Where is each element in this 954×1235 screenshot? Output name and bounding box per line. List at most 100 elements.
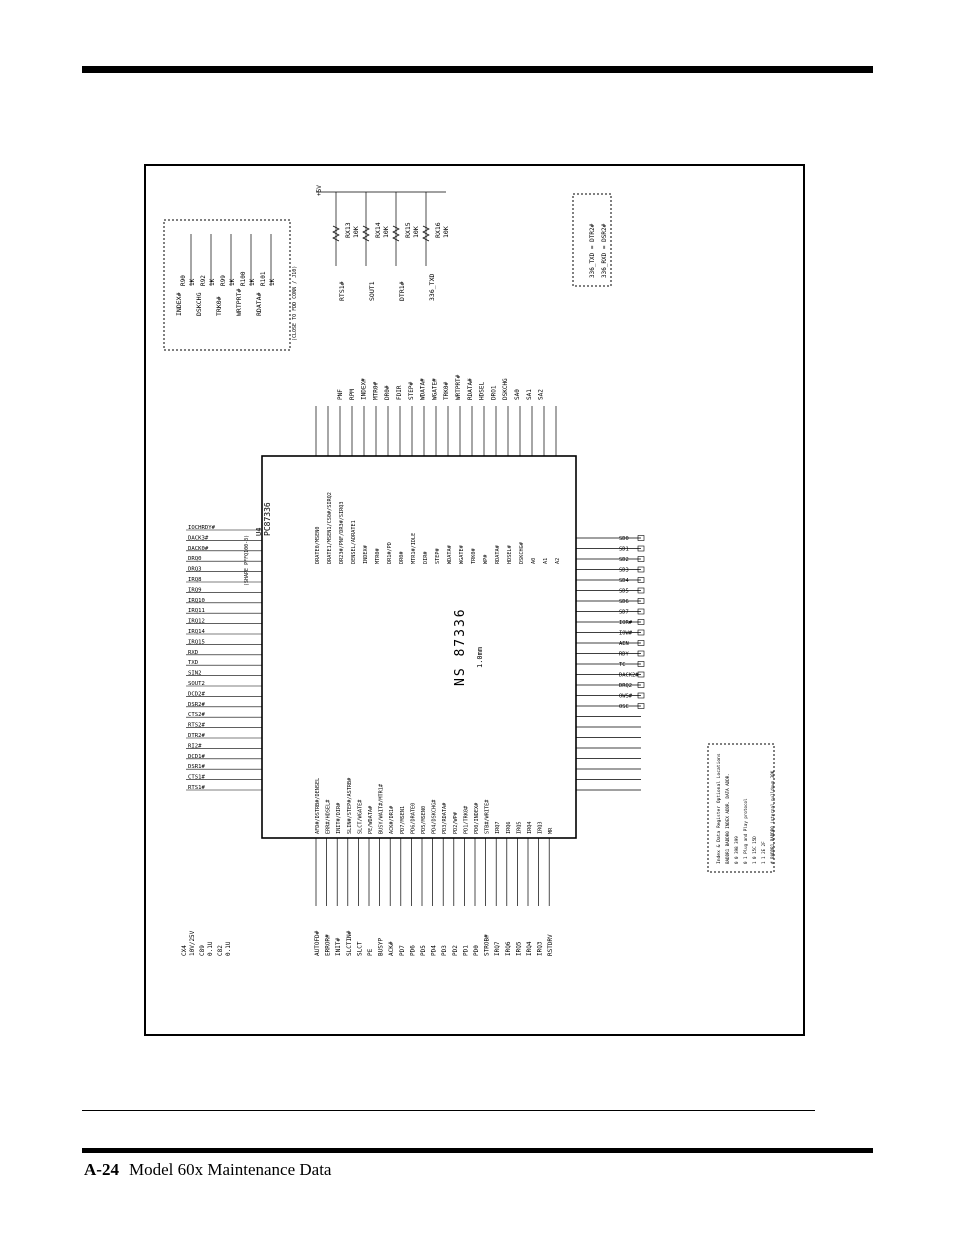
cap-c89-value: 0.1U: [207, 941, 214, 956]
left-net-label-12: RXD: [188, 650, 199, 656]
box-res-net-3-group: WRTPRT#: [235, 289, 243, 316]
connector-right-15: [637, 692, 645, 699]
pin-label-bottom-6-group: BUSY/WAIT#/MTR1#: [379, 783, 385, 834]
pin-label-top-13: TRK0#: [471, 548, 477, 564]
left-net-label-9: IRQ12: [188, 619, 205, 625]
box-res-net-1-group: DSKCHG: [195, 292, 203, 316]
left-net-label-25: RTS1#: [188, 785, 205, 791]
net-label-bottom-11-group: PD4: [431, 945, 438, 956]
top-res-net-3: 336_TXD: [428, 274, 436, 301]
pin-label-top-8: MTR1#/IDLE: [411, 533, 417, 564]
net-label-bottom-22-group: RSTDRV: [547, 934, 554, 956]
pin-label-top-20-group: A2: [555, 558, 561, 564]
box-res-ref-0: R90: [180, 275, 187, 286]
pin-label-bottom-11-group: PD4/DSKCHG#: [432, 799, 438, 834]
top-res-zigzag-0: [332, 225, 340, 242]
left-net-label-3: DRQ0: [188, 556, 201, 562]
pin-label-top-5: MTR0#: [375, 548, 381, 564]
top-res-ref-3-group: RX16: [434, 222, 442, 238]
register-row-2: 0 0 398 399: [734, 836, 739, 864]
pin-label-bottom-11: PD4/DSKCHG#: [432, 799, 438, 834]
pin-label-top-3-group: DENSEL/ADRATE1: [351, 520, 357, 564]
box-res-net-4: RDATA#: [255, 292, 263, 316]
net-label-top-9-group: TRK0#: [443, 382, 450, 400]
left-net-label-7: IRQ10: [188, 598, 205, 604]
cap-c82: C82: [217, 945, 224, 956]
left-net-label-2: DACK0#: [188, 546, 209, 552]
pin-label-bottom-13-group: PD2/WP#: [453, 811, 459, 834]
net-label-bottom-9-group: PD6: [409, 945, 416, 956]
pin-label-top-17: DSKCHG#: [519, 541, 525, 564]
top-rule: [82, 66, 873, 73]
pin-label-bottom-1: ERR#/HDSEL#: [326, 799, 332, 834]
box-res-ref-3: R100: [240, 271, 247, 286]
pin-label-top-10: STEP#: [435, 548, 441, 564]
register-row-6: # BADDR1,BADDR0 internal pulldown 30K: [770, 770, 775, 864]
net-label-right-3: SD3: [619, 568, 629, 574]
net-label-top-15-group: SA0: [514, 389, 521, 400]
register-row-5: 1 1 2E 2F: [761, 841, 766, 864]
net-label-top-4-group: DR0#: [384, 385, 391, 400]
pin-label-bottom-8: PD7/MSEN1: [400, 806, 406, 834]
net-label-bottom-10: PD5: [420, 945, 427, 956]
pin-label-bottom-9: PD6/DRATE0: [410, 803, 416, 834]
net-label-top-2-group: INDEX#: [361, 378, 368, 400]
net-label-bottom-20-group: IRQ4: [526, 941, 533, 956]
net-label-bottom-15-group: PD0: [473, 945, 480, 956]
box-res-val-0-group: 1K: [189, 278, 196, 286]
net-label-bottom-11: PD4: [431, 945, 438, 956]
cap-c82-value: 0.1U: [225, 941, 232, 956]
net-label-bottom-7-group: ACK#: [388, 941, 395, 956]
top-res-ref-1-group: RX14: [374, 222, 382, 238]
net-label-top-0: PNF: [337, 389, 344, 400]
pin-label-bottom-4: SLCT/WGATE#: [357, 799, 363, 834]
box-res-ref-4: R101: [260, 271, 267, 286]
box-res-net-2-group: TRK0#: [215, 296, 223, 316]
box-res-net-0: INDEX#: [175, 292, 183, 316]
net-label-top-5-group: FDIR: [396, 385, 403, 400]
net-label-bottom-16-group: STROB#: [484, 934, 491, 956]
net-label-top-10: WRTPRT#: [455, 374, 462, 400]
net-label-bottom-21: IRQ3: [537, 941, 544, 956]
pin-label-top-19: A1: [543, 558, 549, 564]
net-label-right-1: SD1: [619, 547, 629, 553]
net-label-bottom-17-group: IRQ7: [494, 941, 501, 956]
pin-label-bottom-14: PD1/TRK0#: [463, 805, 469, 834]
net-label-top-16-group: SA1: [526, 389, 533, 400]
net-label-bottom-15: PD0: [473, 945, 480, 956]
pin-label-top-8-group: MTR1#/IDLE: [411, 533, 417, 564]
box-res-val-4: 1K: [269, 278, 276, 286]
net-label-top-12: HDSEL: [479, 382, 486, 400]
top-res-net-2-group: DTR1#: [398, 281, 406, 301]
net-label-top-14: DSKCHG: [502, 378, 509, 400]
connector-right-4: [637, 577, 645, 583]
pin-label-top-14: WP#: [483, 554, 489, 564]
net-label-bottom-0-group: AUTOFD#: [314, 930, 321, 956]
pin-label-top-14-group: WP#: [483, 554, 489, 564]
net-label-top-3-group: MTR0#: [372, 382, 379, 400]
left-net-label-17: DSR2#: [188, 702, 205, 708]
net-label-bottom-21-group: IRQ3: [537, 941, 544, 956]
top-res-net-3-group: 336_TXD: [428, 274, 436, 301]
top-res-net-1-group: SOUT1: [368, 281, 376, 301]
connector-right-13: [637, 671, 645, 678]
connector-right-0: [637, 535, 645, 541]
connector-right-5: [637, 587, 645, 594]
pin-label-bottom-0: AFD#/DSTRB#/DENSEL: [315, 778, 321, 834]
left-net-label-24: CTS1#: [188, 775, 205, 781]
top-res-net-0: RTS1#: [338, 281, 346, 301]
net-label-right-0: SD0: [619, 536, 629, 542]
pin-label-bottom-13: PD2/WP#: [453, 811, 459, 834]
pin-label-top-12: WGATE#: [459, 544, 465, 564]
pin-label-bottom-15: PD0/INDEX#: [474, 802, 480, 834]
pin-label-top-11-group: WDATA#: [447, 544, 453, 564]
net-label-right-14: DRQ2: [619, 683, 632, 689]
pin-label-top-18: A0: [531, 558, 537, 564]
net-label-bottom-18: IRQ6: [505, 941, 512, 956]
net-label-bottom-2-group: INIT#: [335, 938, 342, 956]
cap-c89: C89: [199, 945, 206, 956]
net-label-right-15: OWS#: [619, 694, 633, 700]
box-res-ref-1: R92: [200, 275, 207, 286]
net-label-right-2: SD2: [619, 557, 629, 563]
chip-part: PC87336: [263, 502, 272, 536]
